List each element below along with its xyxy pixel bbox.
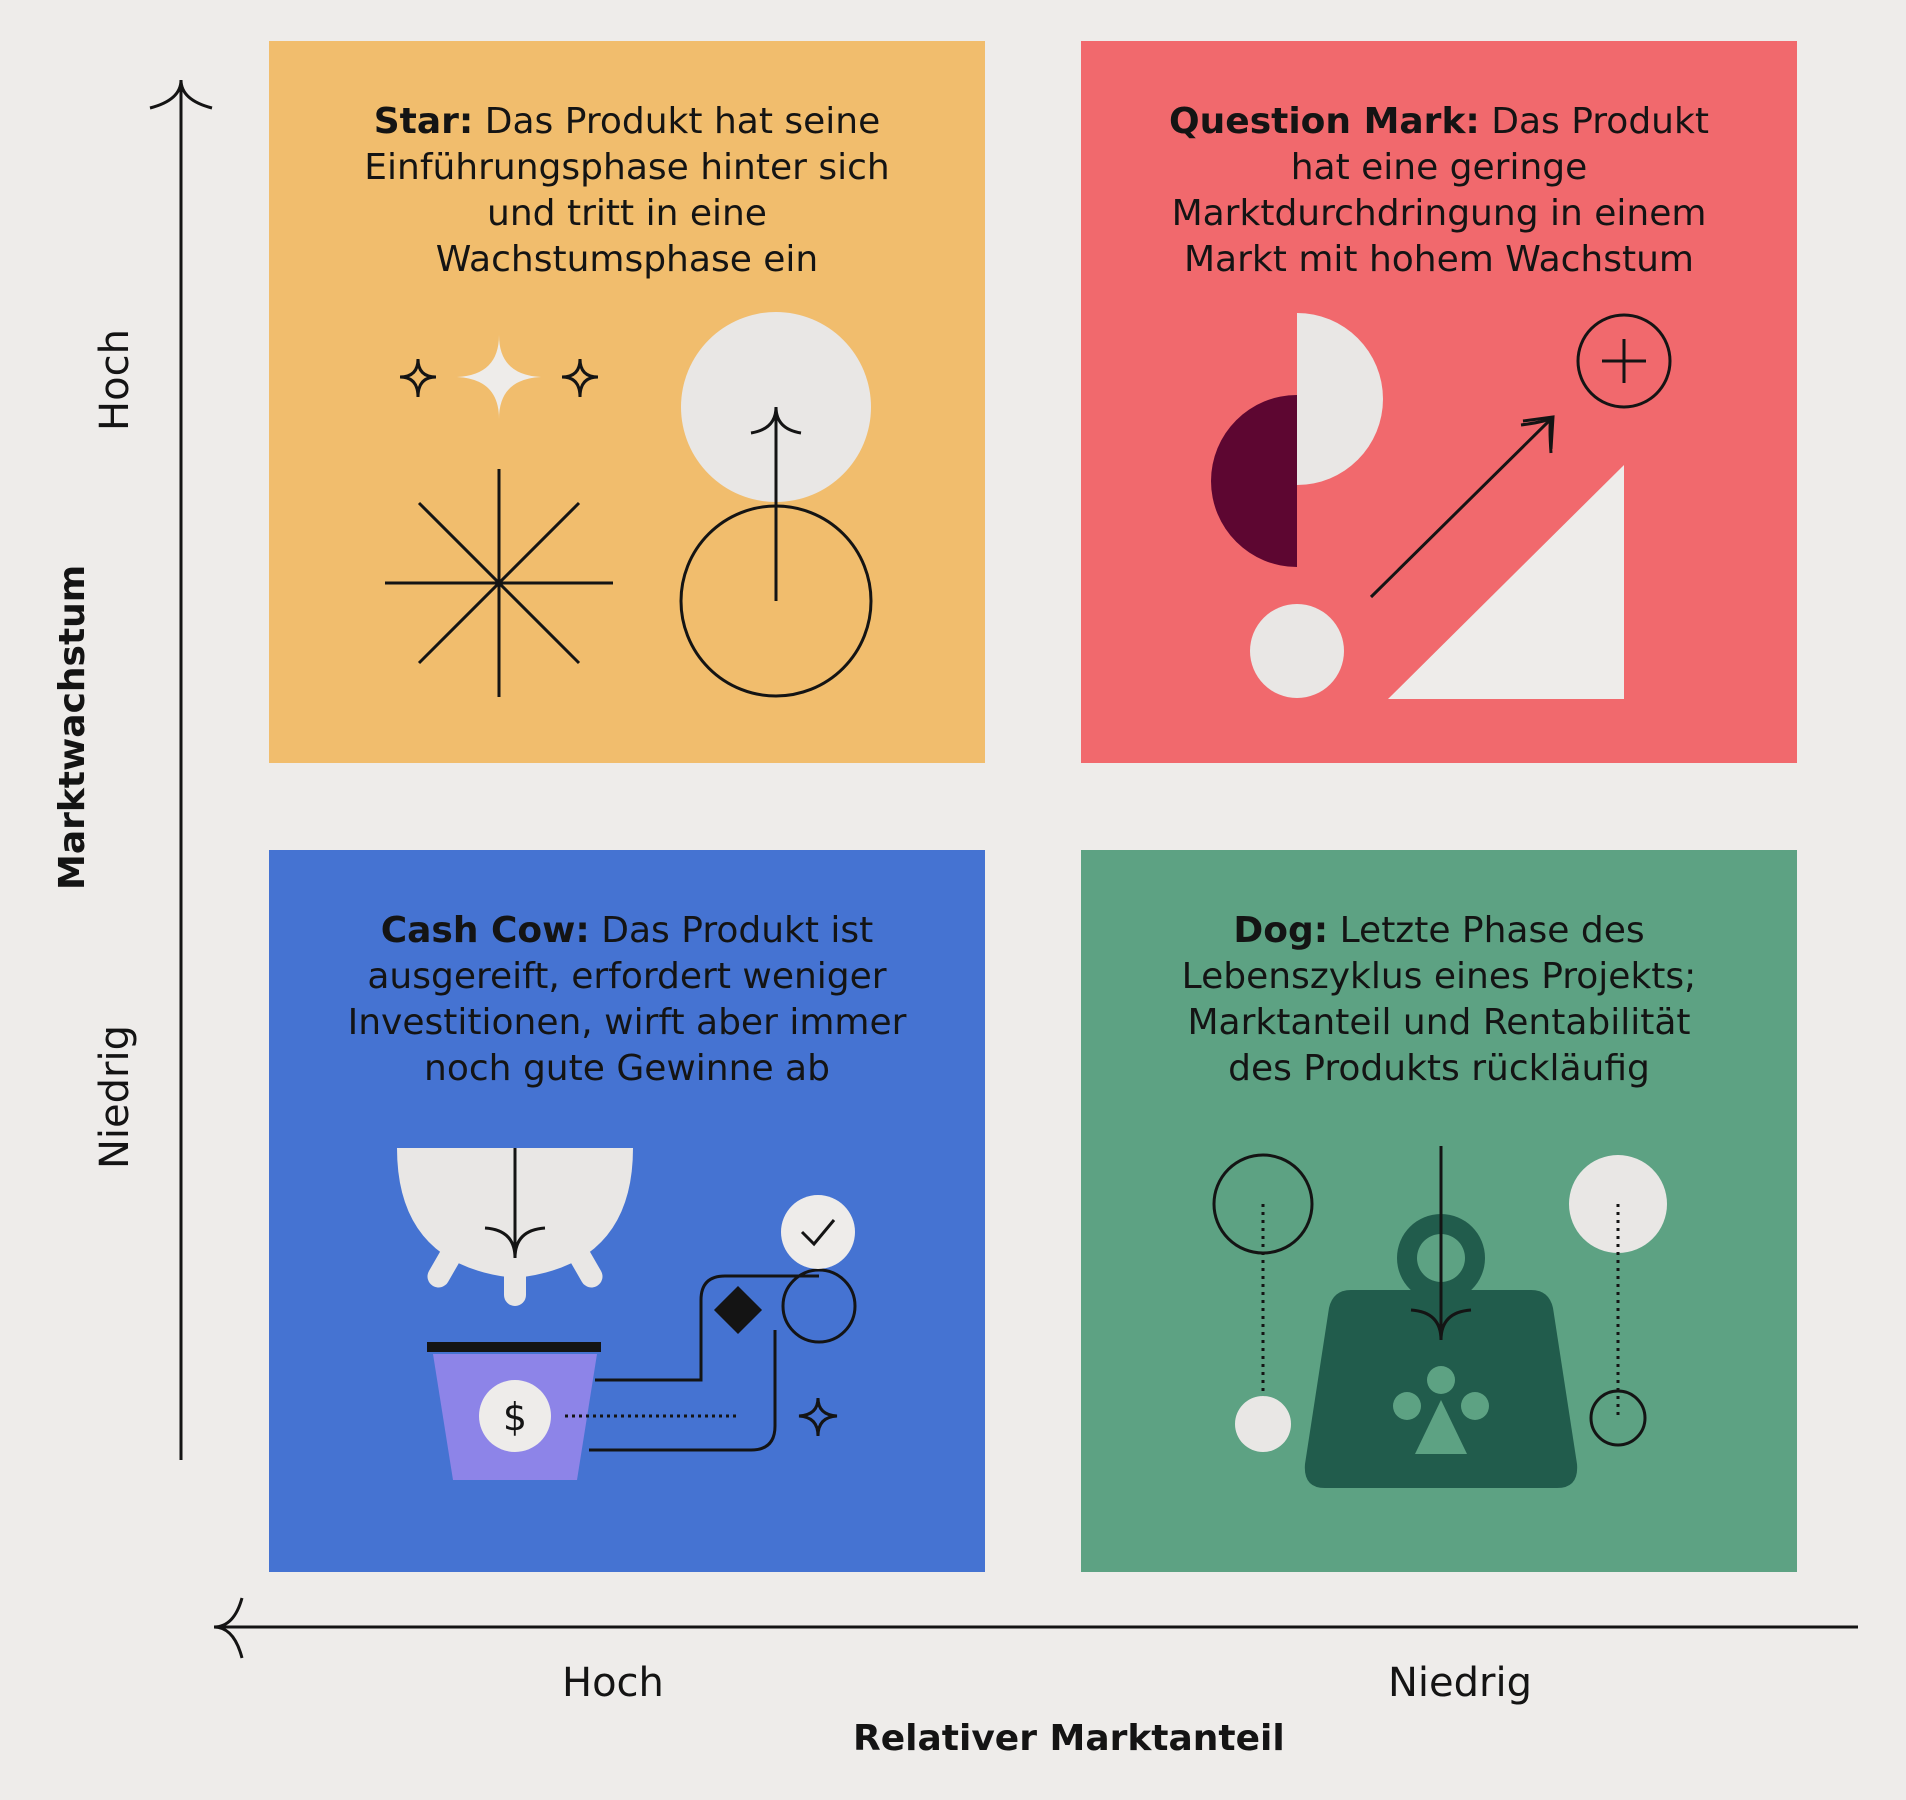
sparkle-icon — [798, 1397, 838, 1437]
question-mark-description: Question Mark: Das Produkt hat eine geri… — [1151, 99, 1727, 283]
paw-icon — [1393, 1366, 1489, 1454]
star-text: Das Produkt hat seine Einführungsphase h… — [364, 101, 890, 280]
small-sparkle-left-icon — [399, 358, 437, 398]
dog-title: Dog: — [1233, 910, 1329, 951]
x-axis-arrowhead — [213, 1597, 244, 1659]
y-axis-title: Marktwachstum — [52, 564, 93, 890]
cash-cow-description: Cash Cow: Das Produkt ist ausgereift, er… — [339, 908, 915, 1092]
quadrant-star: Star: Das Produkt hat seine Einführungsp… — [269, 41, 985, 763]
check-circle-icon — [781, 1195, 855, 1269]
question-mark-illustration — [1211, 313, 1672, 699]
quadrant-cash-cow: Cash Cow: Das Produkt ist ausgereift, er… — [269, 850, 985, 1572]
plus-circle-icon — [1576, 313, 1672, 409]
diamond-icon — [713, 1285, 763, 1335]
dog-description: Dog: Letzte Phase des Lebenszyklus eines… — [1151, 908, 1727, 1092]
question-mark-text: Das Produkt hat eine geringe Marktdurchd… — [1171, 101, 1709, 280]
triangle-icon — [1388, 465, 1624, 699]
quadrant-dog: Dog: Letzte Phase des Lebenszyklus eines… — [1081, 850, 1797, 1572]
question-mark-title: Question Mark: — [1169, 101, 1480, 142]
small-sparkle-right-icon — [561, 358, 599, 398]
dog-illustration — [1212, 1146, 1667, 1488]
star-title: Star: — [373, 101, 474, 142]
large-sparkle-icon — [457, 335, 541, 419]
starburst-icon — [385, 469, 613, 697]
half-circle-light-icon — [1297, 313, 1383, 485]
cash-cow-illustration: $ — [397, 1148, 857, 1480]
cash-cow-text: Das Produkt ist ausgereift, erfordert we… — [347, 910, 907, 1089]
y-axis-arrowhead — [149, 79, 213, 110]
dollar-symbol: $ — [503, 1395, 527, 1439]
half-circle-dark-icon — [1211, 395, 1297, 567]
outline-circle-small-icon — [1589, 1389, 1647, 1447]
y-axis-high-label: Hoch — [92, 329, 138, 431]
pipe-icon — [595, 1274, 819, 1382]
x-axis-title: Relativer Marktanteil — [853, 1718, 1285, 1759]
bucket-rim — [427, 1342, 601, 1352]
small-textured-circle-icon — [1235, 1396, 1291, 1452]
dog-text: Letzte Phase des Lebenszyklus eines Proj… — [1181, 910, 1697, 1089]
x-axis-low-label: Niedrig — [1388, 1660, 1532, 1706]
small-textured-circle-icon — [1250, 604, 1344, 698]
star-description: Star: Das Produkt hat seine Einführungsp… — [339, 99, 915, 283]
star-illustration — [385, 312, 873, 698]
x-axis-high-label: Hoch — [562, 1660, 664, 1706]
cash-cow-title: Cash Cow: — [380, 910, 590, 951]
y-axis-low-label: Niedrig — [92, 1025, 138, 1169]
diagonal-arrow-icon — [1369, 417, 1553, 599]
quadrant-question-mark: Question Mark: Das Produkt hat eine geri… — [1081, 41, 1797, 763]
coin-icon — [479, 1380, 551, 1452]
